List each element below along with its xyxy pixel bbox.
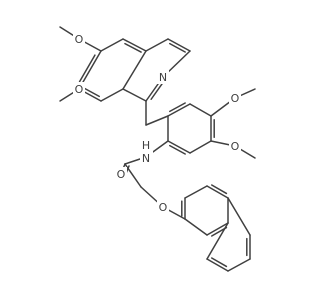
bond-n3-n4 (206, 185, 229, 199)
bond-n8-n9 (227, 258, 251, 272)
bond-n2a-n3 (184, 185, 208, 199)
atom-labels: O O N O O N H O O (73, 32, 241, 214)
atom-o-carbonyl: O (117, 168, 126, 181)
bond-c8a-c4a (122, 50, 147, 90)
bond-p5-p6 (167, 140, 191, 154)
bond-double-n2-c1 (150, 81, 164, 100)
atom-o-methoxy-3: O (231, 92, 240, 105)
atom-h-amide: H (142, 139, 150, 152)
atom-n-isoquinoline: N (159, 71, 167, 84)
bond-c4a-c4 (145, 38, 169, 52)
bond-double-c4-c3 (169, 42, 186, 53)
atom-o-methoxy-1: O (75, 33, 84, 46)
bond-double-c6-c7 (78, 54, 96, 83)
bond-n9-n10 (206, 258, 229, 272)
bond-ch2-p1 (145, 115, 169, 126)
bond-double-c8-c7 (83, 87, 100, 98)
chemical-structure-diagram: O O N O O N H O O (59, 26, 256, 272)
bond-p1-p2 (167, 103, 191, 117)
bond-n6-n1 (184, 218, 208, 236)
bond-p2-p3 (189, 103, 212, 117)
bond-double-p1-p2 (169, 102, 186, 113)
bond-double-n3-n4 (210, 184, 228, 195)
bond-double-p5-p6 (169, 144, 186, 155)
atom-o-ether: O (159, 201, 168, 214)
bond-c5-c4a (122, 38, 147, 52)
bond-c8a-c8 (100, 88, 124, 102)
bond-c1-c8a (122, 88, 147, 102)
bond-n4-n7 (227, 197, 251, 236)
bond-double-c5-c4a (124, 42, 142, 53)
bond-double-n5-n6 (210, 226, 228, 237)
atom-n-amide: N (142, 152, 150, 165)
bond-network (59, 26, 256, 272)
bond-double-n9-n10 (210, 257, 228, 268)
bond-c4-c3 (167, 38, 191, 52)
bond-n5-n6 (206, 222, 229, 236)
bond-c6-c5 (100, 38, 124, 52)
atom-o-methoxy-2: O (75, 83, 84, 96)
bond-p4-p5 (189, 140, 212, 154)
atom-o-methoxy-4: O (231, 140, 240, 153)
bond-cco-ch2o (124, 163, 142, 188)
